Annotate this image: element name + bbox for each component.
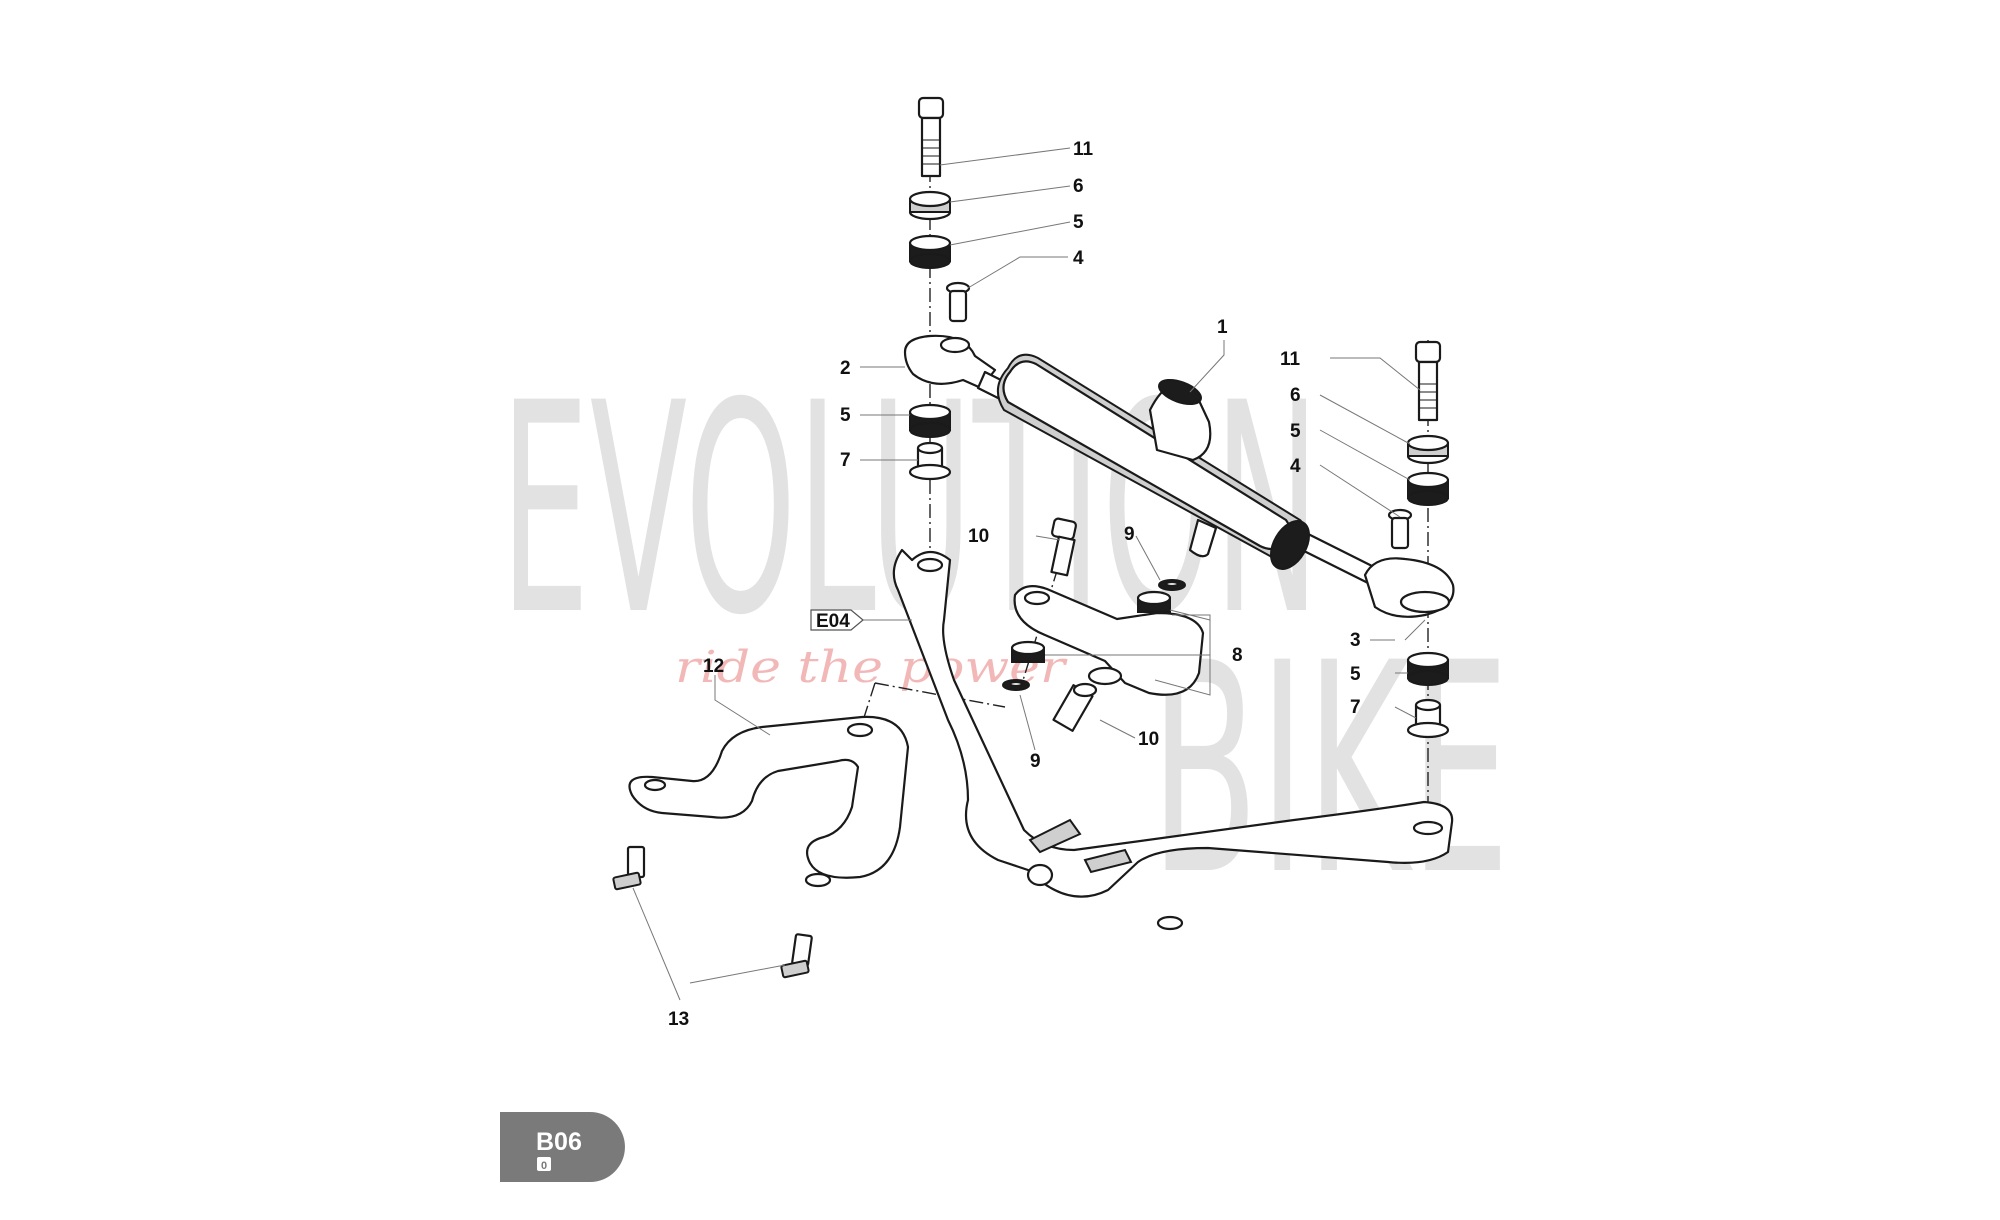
callout-10-upper: 10 xyxy=(968,526,989,547)
bolt-10-upper xyxy=(1050,517,1077,577)
callout-11-left: 11 xyxy=(1073,139,1094,160)
callout-5-mid-left: 5 xyxy=(840,405,851,426)
washer-9-upper xyxy=(1158,579,1186,591)
callout-9-upper: 9 xyxy=(1124,524,1135,545)
callout-8: 8 xyxy=(1232,645,1243,666)
callout-6-right: 6 xyxy=(1290,385,1301,406)
bearing-right-top xyxy=(1406,471,1450,506)
washer-left-6 xyxy=(908,190,952,221)
frame-bracket xyxy=(892,548,1454,931)
callout-5-top-right: 5 xyxy=(1290,421,1301,442)
link-arm xyxy=(1013,584,1205,696)
callout-5-top-left: 5 xyxy=(1073,212,1084,233)
bolt-left-top xyxy=(917,96,945,178)
bushing-8-lower xyxy=(1010,640,1046,663)
spacer-left-7 xyxy=(908,441,952,481)
page-code-sub: 0 xyxy=(541,1160,547,1172)
rod-end-right-3 xyxy=(1363,557,1455,618)
callout-3: 3 xyxy=(1350,630,1361,651)
bearing-left-top xyxy=(908,234,952,269)
bolt-10-lower xyxy=(1052,682,1098,732)
screw-13-lower xyxy=(780,933,813,979)
leader-lines xyxy=(632,147,1426,1001)
callout-1: 1 xyxy=(1217,317,1228,338)
bearing-right-bottom xyxy=(1406,651,1450,686)
callout-9-lower: 9 xyxy=(1030,751,1041,772)
washer-9-lower xyxy=(1002,679,1030,691)
screw-left-4 xyxy=(945,281,971,323)
bolt-right-top xyxy=(1414,340,1442,422)
screw-right-4 xyxy=(1387,508,1413,550)
callout-10-lower: 10 xyxy=(1138,729,1159,750)
watermark-word-bike: BIKE xyxy=(1150,602,1510,939)
callout-6-left: 6 xyxy=(1073,176,1084,197)
reference-tag-label: E04 xyxy=(816,611,850,632)
callout-4-right: 4 xyxy=(1290,456,1301,477)
callout-4-left: 4 xyxy=(1073,248,1084,269)
bearing-left-mid xyxy=(908,403,952,438)
callout-11-right: 11 xyxy=(1280,349,1301,370)
page-code-badge: B06 0 xyxy=(500,1112,625,1182)
bushing-8-upper xyxy=(1136,590,1172,613)
support-arm xyxy=(628,715,910,888)
steering-damper xyxy=(903,334,1412,602)
washer-right-6 xyxy=(1406,434,1450,465)
spacer-right-7 xyxy=(1406,698,1450,739)
page-code: B06 xyxy=(536,1128,582,1156)
callouts: 11 6 5 4 1 2 5 7 11 6 5 4 3 5 7 10 9 8 9… xyxy=(668,139,1361,1030)
callout-13: 13 xyxy=(668,1009,689,1030)
callout-7-left: 7 xyxy=(840,450,851,471)
callout-7-right: 7 xyxy=(1350,697,1361,718)
parts xyxy=(612,96,1455,979)
axis-bracket xyxy=(859,682,876,731)
callout-12: 12 xyxy=(703,656,724,677)
reference-tag: E04 xyxy=(810,609,864,632)
callout-5-bottom-right: 5 xyxy=(1350,664,1361,685)
screw-13-upper xyxy=(612,845,646,891)
callout-2: 2 xyxy=(840,358,851,379)
